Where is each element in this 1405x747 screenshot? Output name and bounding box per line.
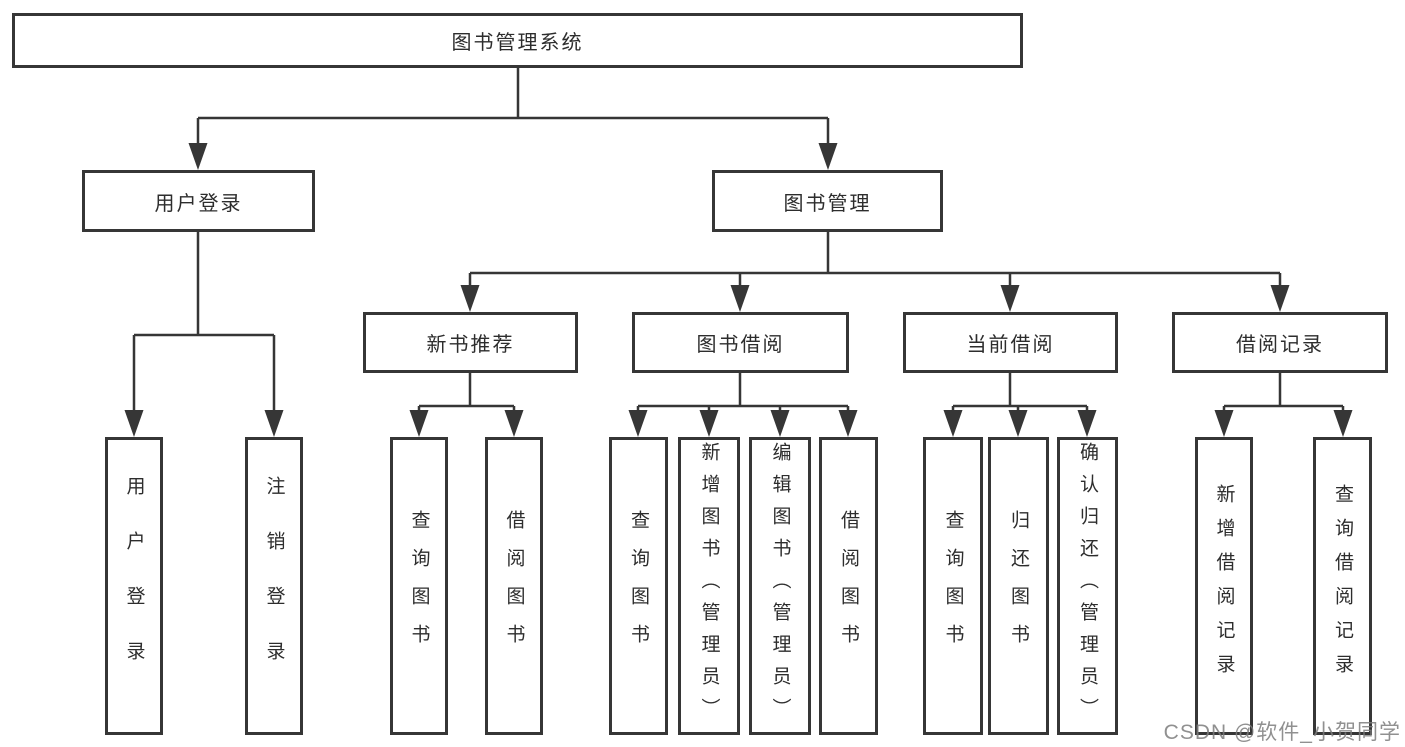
leaf-logout-label: 注销登录 [263, 476, 285, 696]
node-current-borrow: 当前借阅 [903, 312, 1118, 373]
connector-book-management-fan [468, 232, 1282, 290]
leaf-user-login-label: 用户登录 [123, 476, 145, 696]
node-new-book-recommend-label: 新书推荐 [426, 334, 515, 356]
arrow-down-icon [699, 410, 719, 437]
leaf-confirm-return-admin-label: 确认归还（管理员） [1077, 442, 1098, 730]
connector-book-borrow-fan [636, 373, 850, 416]
leaf-user-login: 用户登录 [105, 437, 163, 735]
node-borrow-records: 借阅记录 [1172, 312, 1388, 373]
node-book-management: 图书管理 [712, 170, 943, 232]
leaf-add-borrow-record: 新增借阅记录 [1195, 437, 1253, 735]
leaf-return-books-label: 归还图书 [1008, 510, 1029, 662]
arrow-down-icon [504, 410, 524, 437]
node-book-borrow: 图书借阅 [632, 312, 849, 373]
node-book-management-label: 图书管理 [783, 192, 872, 215]
arrow-down-icon [264, 410, 284, 437]
arrow-down-icon [838, 410, 858, 437]
connector-new-book-fan [417, 373, 516, 416]
leaf-query-borrow-record: 查询借阅记录 [1313, 437, 1372, 735]
node-borrow-records-label: 借阅记录 [1236, 334, 1324, 356]
node-user-login-label: 用户登录 [154, 192, 243, 215]
leaf-query-books-2: 查询图书 [609, 437, 668, 735]
arrow-down-icon [730, 285, 750, 312]
connector-root-to-level2 [196, 68, 830, 166]
arrow-down-icon [1077, 410, 1097, 437]
leaf-query-borrow-record-label: 查询借阅记录 [1332, 484, 1353, 688]
arrow-down-icon [1333, 410, 1353, 437]
leaf-borrow-books-1-label: 借阅图书 [503, 510, 525, 662]
leaf-add-books-admin: 新增图书（管理员） [678, 437, 740, 735]
arrow-down-icon [943, 410, 963, 437]
arrow-down-icon [460, 285, 480, 312]
leaf-edit-books-admin-label: 编辑图书（管理员） [769, 442, 791, 730]
leaf-query-books-1: 查询图书 [390, 437, 448, 735]
arrow-down-icon [409, 410, 429, 437]
leaf-add-books-admin-label: 新增图书（管理员） [698, 442, 720, 730]
connector-user-login-fan [132, 232, 276, 432]
arrow-down-icon [1214, 410, 1234, 437]
node-book-borrow-label: 图书借阅 [696, 334, 785, 356]
leaf-logout: 注销登录 [245, 437, 303, 735]
leaf-query-books-3-label: 查询图书 [942, 510, 964, 662]
leaf-borrow-books-2: 借阅图书 [819, 437, 878, 735]
leaf-return-books: 归还图书 [988, 437, 1049, 735]
connector-current-borrow-fan [951, 373, 1089, 416]
leaf-query-books-1-label: 查询图书 [408, 510, 430, 662]
node-library-system-label: 图书管理系统 [451, 32, 584, 54]
node-library-system: 图书管理系统 [12, 13, 1023, 68]
arrow-down-icon [628, 410, 648, 437]
leaf-add-borrow-record-label: 新增借阅记录 [1213, 484, 1235, 688]
node-new-book-recommend: 新书推荐 [363, 312, 578, 373]
leaf-borrow-books-1: 借阅图书 [485, 437, 543, 735]
leaf-borrow-books-2-label: 借阅图书 [838, 510, 859, 662]
leaf-edit-books-admin: 编辑图书（管理员） [749, 437, 811, 735]
node-current-borrow-label: 当前借阅 [966, 334, 1055, 356]
arrow-down-icon [1270, 285, 1290, 312]
node-user-login: 用户登录 [82, 170, 315, 232]
arrow-down-icon [1008, 410, 1028, 437]
leaf-confirm-return-admin: 确认归还（管理员） [1057, 437, 1118, 735]
arrow-down-icon [770, 410, 790, 437]
arrow-down-icon [818, 143, 838, 170]
csdn-watermark: CSDN @软件_小贺同学 [1163, 721, 1401, 744]
arrow-down-icon [124, 410, 144, 437]
arrow-down-icon [188, 143, 208, 170]
leaf-query-books-2-label: 查询图书 [628, 510, 649, 662]
leaf-query-books-3: 查询图书 [923, 437, 983, 735]
arrow-down-icon [1000, 285, 1020, 312]
connector-borrow-records-fan [1222, 373, 1345, 416]
